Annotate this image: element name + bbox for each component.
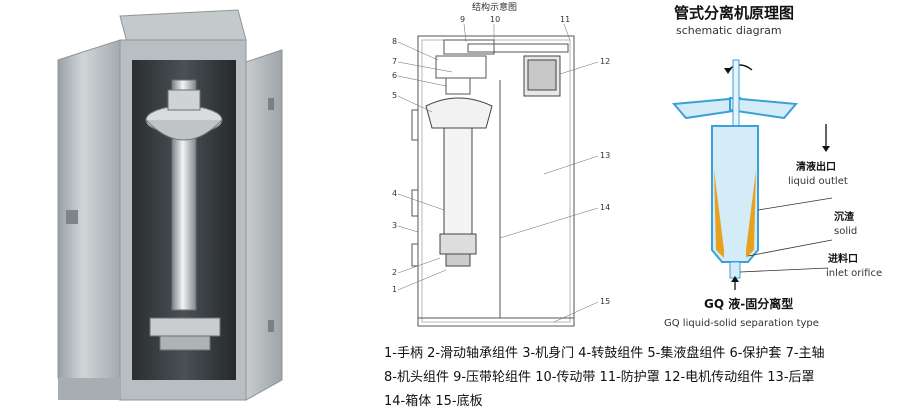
- structure-drawing: 结构示意图 1 2 3 4: [392, 1, 610, 327]
- schematic-title-en: schematic diagram: [676, 24, 782, 37]
- part-number-2: 2: [392, 268, 397, 277]
- legend-line-3: 14-箱体 15-底板: [384, 394, 483, 409]
- part-number-15: 15: [600, 297, 610, 306]
- inlet-en: inlet orifice: [826, 268, 882, 279]
- type-cn: GQ 液-固分离型: [704, 296, 793, 311]
- legend-line-1: 1-手柄 2-滑动轴承组件 3-机身门 4-转鼓组件 5-集液盘组件 6-保护套…: [384, 346, 825, 361]
- part-number-1: 1: [392, 285, 397, 294]
- liquid-outlet-cn: 清液出口: [796, 160, 836, 173]
- parts-legend: 1-手柄 2-滑动轴承组件 3-机身门 4-转鼓组件 5-集液盘组件 6-保护套…: [384, 342, 900, 414]
- part-number-5: 5: [392, 91, 397, 100]
- part-number-9: 9: [460, 15, 465, 24]
- solid-en: solid: [834, 226, 857, 237]
- schematic-title-cn: 管式分离机原理图: [674, 4, 794, 22]
- liquid-outlet-en: liquid outlet: [788, 176, 848, 187]
- structure-diagram: 结构示意图 1 2 3 4: [374, 0, 620, 340]
- part-number-7: 7: [392, 57, 397, 66]
- part-number-13: 13: [600, 151, 610, 160]
- product-photo: [0, 0, 318, 416]
- part-number-3: 3: [392, 221, 397, 230]
- structure-caption: 结构示意图: [472, 1, 517, 13]
- schematic-diagram: 管式分离机原理图 schematic diagram 清液出口 liquid o…: [628, 0, 900, 340]
- schematic-drawing: 管式分离机原理图 schematic diagram 清液出口 liquid o…: [664, 4, 882, 329]
- part-number-6: 6: [392, 71, 397, 80]
- part-number-12: 12: [600, 57, 610, 66]
- solid-cn: 沉渣: [834, 210, 855, 223]
- part-number-4: 4: [392, 189, 397, 198]
- part-number-11: 11: [560, 15, 570, 24]
- part-number-10: 10: [490, 15, 500, 24]
- part-number-14: 14: [600, 203, 610, 212]
- structure-number-labels: 1 2 3 4 5 6 7 8 9 10 11 12 13 1: [392, 15, 610, 323]
- part-number-8: 8: [392, 37, 397, 46]
- inlet-cn: 进料口: [828, 252, 858, 265]
- legend-line-2: 8-机头组件 9-压带轮组件 10-传动带 11-防护罩 12-电机传动组件 1…: [384, 370, 815, 385]
- type-en: GQ liquid-solid separation type: [664, 318, 819, 329]
- centrifuge-photo-illustration: [57, 9, 283, 401]
